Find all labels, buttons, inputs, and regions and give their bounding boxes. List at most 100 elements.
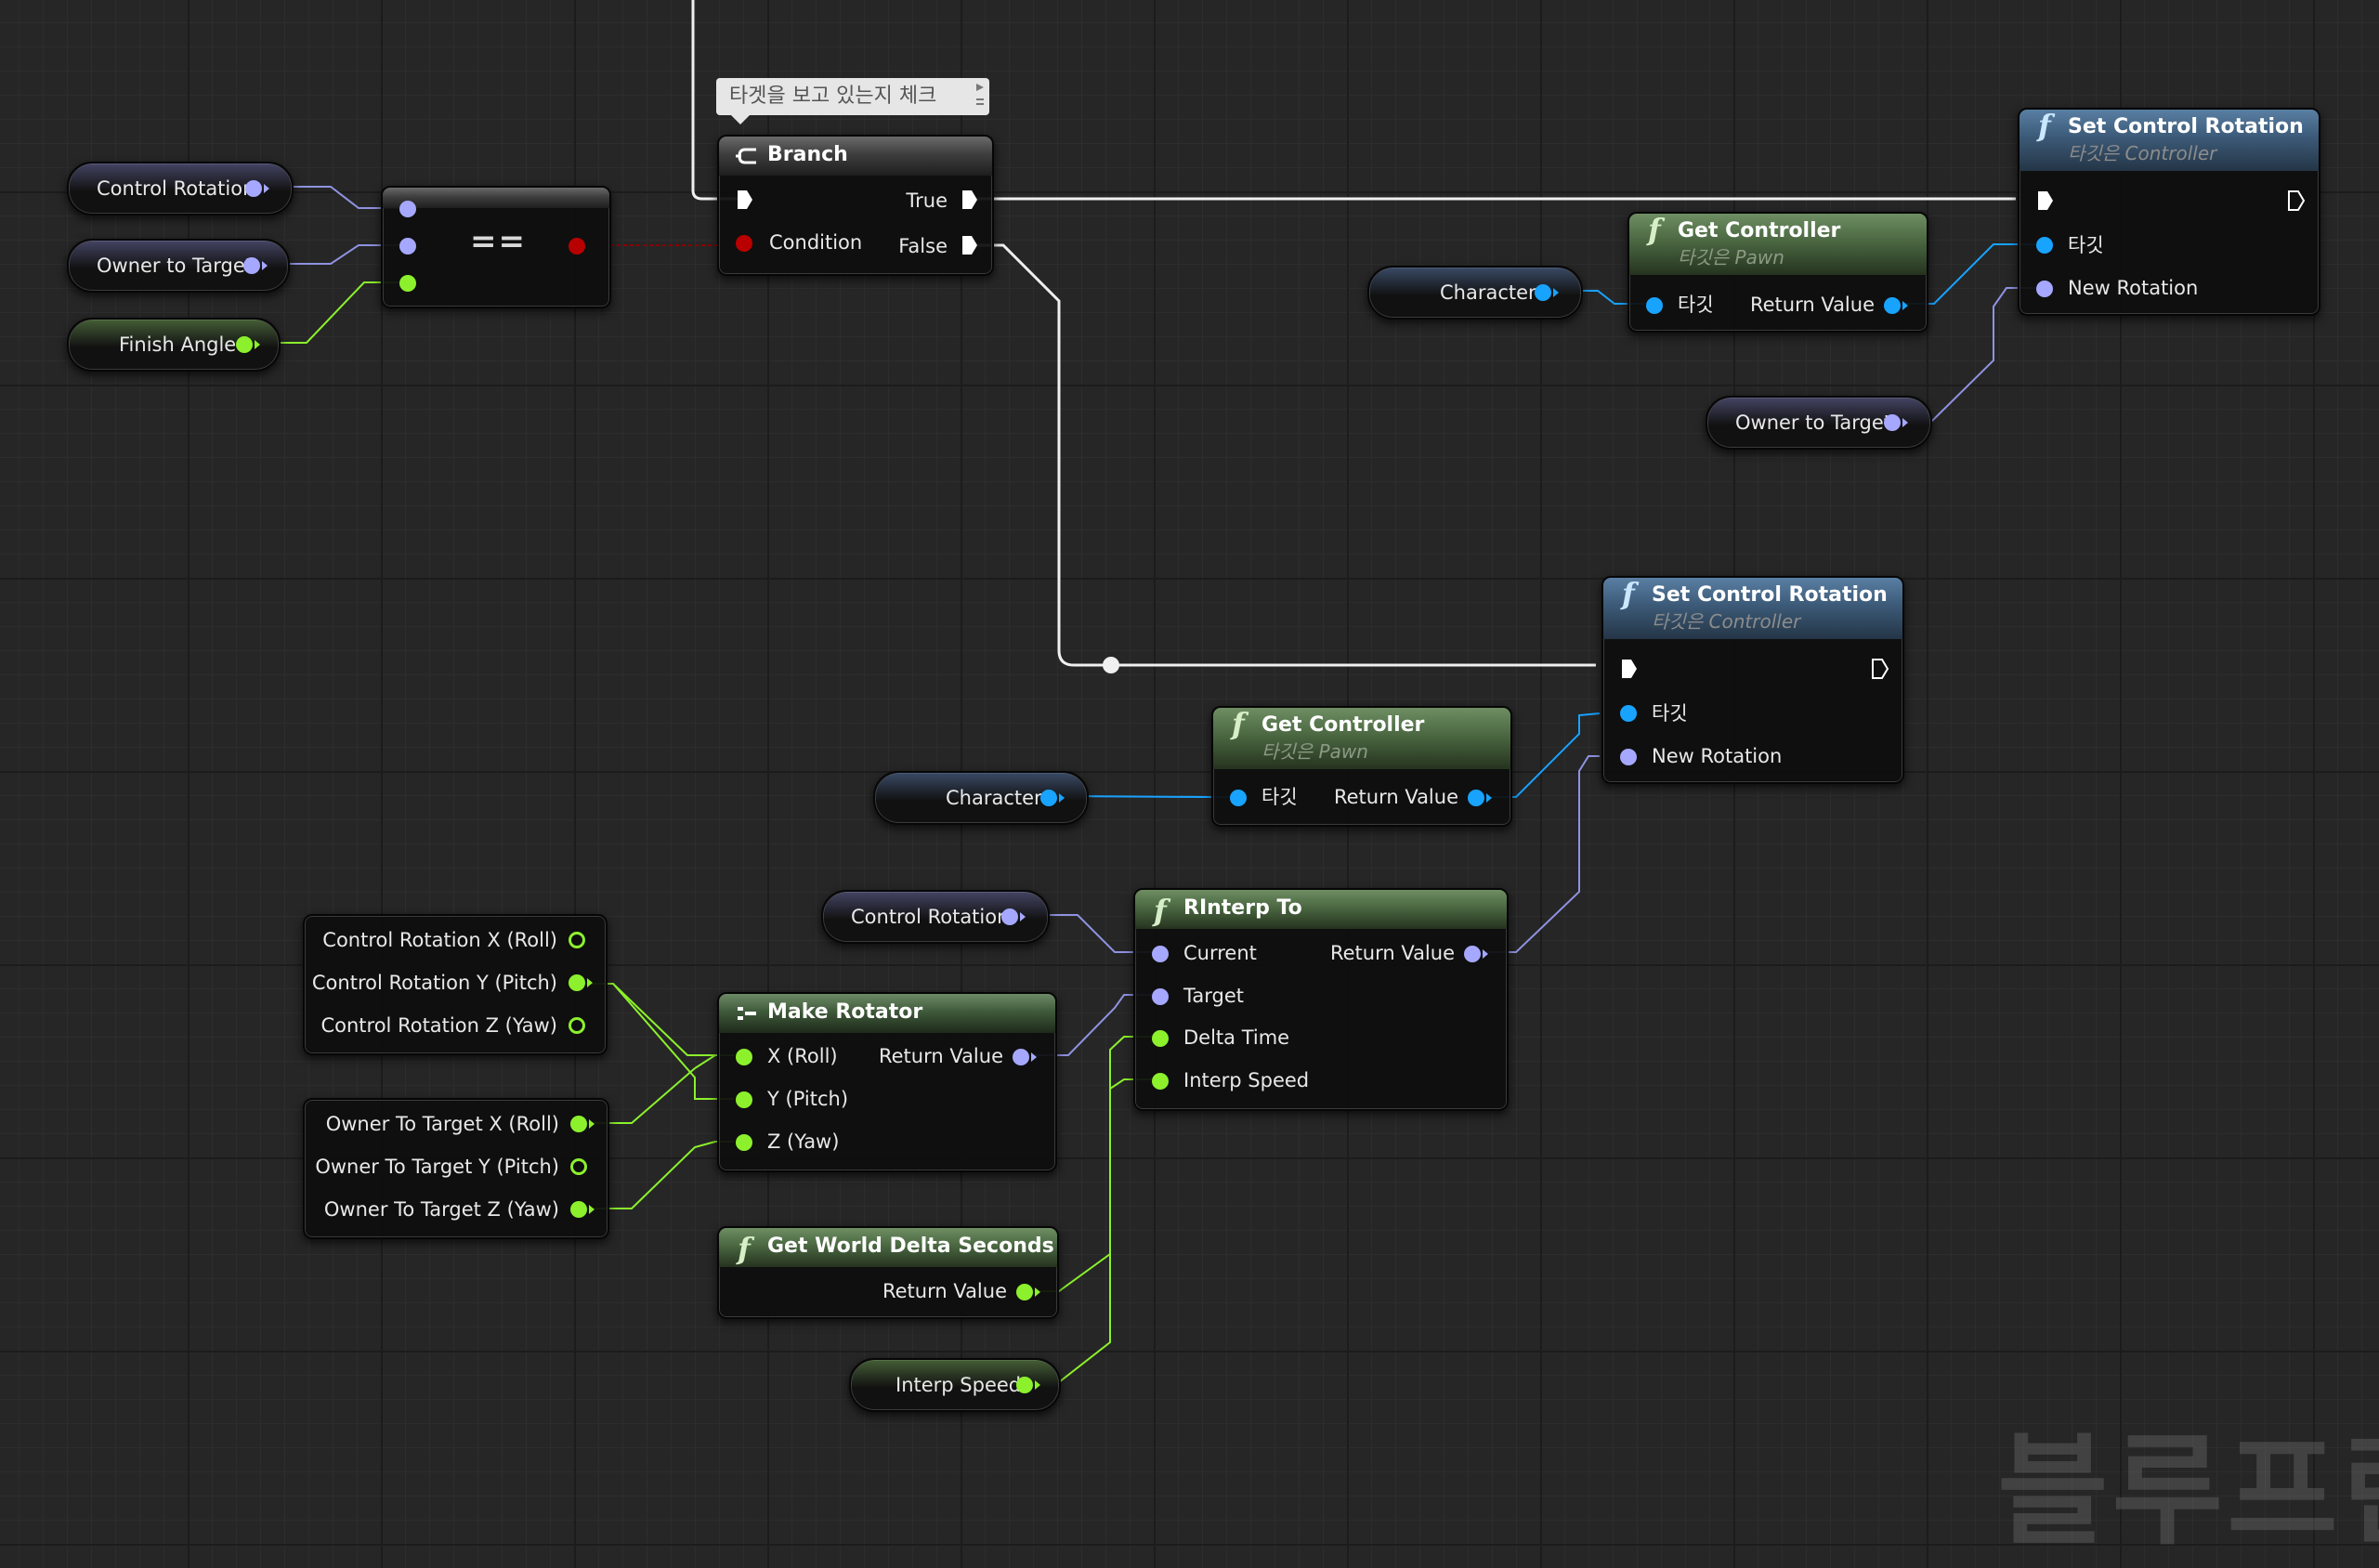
node-title: Set Control Rotation	[1652, 583, 1888, 607]
float-pin-interp-speed[interactable]	[1152, 1073, 1169, 1090]
node-title: Set Control Rotation	[2068, 115, 2304, 138]
float-pin-z[interactable]	[569, 1017, 585, 1034]
pin-label-y: Owner To Target Y (Pitch)	[315, 1156, 559, 1178]
variable-control-rotation[interactable]: Control Rotation	[67, 162, 294, 216]
rotator-pin-out[interactable]	[1001, 908, 1026, 925]
pin-label-return: Return Value	[1333, 786, 1458, 808]
variable-label: Interp Speed	[895, 1374, 1022, 1396]
pin-label-z: Z (Yaw)	[767, 1130, 840, 1153]
variable-character[interactable]: Character	[873, 771, 1089, 825]
float-pin-out[interactable]	[1016, 1377, 1040, 1393]
object-pin-target[interactable]	[1646, 297, 1663, 314]
pin-label-target: 타깃	[2068, 234, 2104, 256]
rotator-wire-owner-target-eq	[268, 244, 399, 265]
rinterp-to-node[interactable]: f RInterp To Current Return Value Target…	[1133, 888, 1509, 1111]
pin-label-x: X (Roll)	[767, 1045, 838, 1067]
set-control-rotation-node-top[interactable]: f Set Control Rotation 타깃은 Controller 타깃…	[2018, 108, 2320, 316]
variable-owner-to-target[interactable]: Owner to Target	[1706, 396, 1932, 450]
branch-node[interactable]: Branch Condition True False	[717, 135, 994, 276]
float-pin-z[interactable]	[736, 1134, 752, 1151]
break-owner-to-target-node[interactable]: Owner To Target X (Roll) Owner To Target…	[303, 1098, 609, 1239]
float-pin-tolerance[interactable]	[399, 275, 416, 292]
node-title: RInterp To	[1183, 896, 1302, 920]
rotator-pin-new-rotation[interactable]	[2036, 281, 2053, 297]
rotator-wire-control-rotation-eq	[268, 186, 399, 209]
pin-label-target: 타깃	[1652, 702, 1688, 725]
equal-rotator-node[interactable]: ==	[381, 186, 611, 308]
float-pin-x[interactable]	[569, 932, 585, 948]
variable-finish-angle[interactable]: Finish Angle	[67, 318, 281, 372]
pin-label-return: Return Value	[878, 1045, 1003, 1067]
object-pin-out[interactable]	[1040, 790, 1065, 806]
bool-pin-out[interactable]	[569, 238, 585, 255]
node-title: Branch	[767, 143, 848, 166]
pin-label-return: Return Value	[1749, 294, 1875, 316]
exec-pin-in[interactable]	[2036, 189, 2055, 212]
get-world-delta-seconds-node[interactable]: f Get World Delta Seconds Return Value	[717, 1226, 1059, 1319]
pin-label-z: Control Rotation Z (Yaw)	[320, 1014, 557, 1037]
float-pin-y[interactable]	[570, 1158, 587, 1175]
function-icon: f	[2038, 108, 2051, 143]
pin-label-target: Target	[1183, 985, 1244, 1007]
object-pin-return[interactable]	[1468, 790, 1492, 806]
object-pin-target[interactable]	[1230, 790, 1247, 806]
rotator-pin-return[interactable]	[1013, 1049, 1037, 1065]
float-pin-delta-time[interactable]	[1152, 1030, 1169, 1047]
set-control-rotation-node-bottom[interactable]: f Set Control Rotation 타깃은 Controller 타깃…	[1601, 576, 1904, 784]
exec-pin-out[interactable]	[1871, 658, 1889, 680]
variable-label: Owner to Target	[97, 255, 253, 277]
rotator-pin-a[interactable]	[399, 201, 416, 217]
pin-label-z: Owner To Target Z (Yaw)	[323, 1198, 559, 1221]
float-pin-return[interactable]	[1016, 1284, 1040, 1300]
float-pin-out[interactable]	[236, 336, 260, 353]
float-pin-z[interactable]	[570, 1201, 595, 1218]
float-pin-y[interactable]	[736, 1091, 752, 1108]
pin-label-y: Control Rotation Y (Pitch)	[311, 972, 557, 994]
pin-label-interp-speed: Interp Speed	[1183, 1069, 1310, 1091]
pin-label-return: Return Value	[1329, 942, 1455, 964]
wire-reroute-knot	[1103, 657, 1119, 673]
pin-label-target: 타깃	[1261, 786, 1298, 808]
exec-pin-true[interactable]	[961, 189, 979, 211]
pin-label-x: Owner To Target X (Roll)	[325, 1113, 559, 1135]
rotator-pin-out[interactable]	[243, 257, 268, 274]
exec-wire-false	[977, 243, 1596, 667]
rotator-pin-new-rotation[interactable]	[1620, 749, 1637, 765]
rotator-pin-b[interactable]	[399, 238, 416, 255]
break-control-rotation-node[interactable]: Control Rotation X (Roll) Control Rotati…	[303, 914, 608, 1055]
variable-owner-to-target[interactable]: Owner to Target	[67, 239, 290, 293]
node-subtitle: 타깃은 Pawn	[1261, 740, 1368, 763]
float-pin-y[interactable]	[569, 974, 593, 991]
rotator-pin-current[interactable]	[1152, 946, 1169, 962]
object-pin-target[interactable]	[2036, 237, 2053, 254]
get-controller-node-top[interactable]: f Get Controller 타깃은 Pawn 타깃 Return Valu…	[1627, 212, 1928, 333]
comment-bubble[interactable]: 타겟을 보고 있는지 체크	[716, 78, 989, 124]
blueprint-watermark: 블루프린	[1997, 1420, 2379, 1561]
get-controller-node-bottom[interactable]: f Get Controller 타깃은 Pawn 타깃 Return Valu…	[1211, 706, 1512, 827]
variable-label: Owner to Target	[1735, 412, 1891, 434]
node-title: Get Controller	[1678, 219, 1841, 242]
function-icon: f	[1648, 212, 1661, 247]
object-pin-out[interactable]	[1535, 284, 1559, 301]
function-icon: f	[1622, 576, 1635, 611]
pin-label-target: 타깃	[1678, 294, 1714, 316]
rotator-pin-target[interactable]	[1152, 988, 1169, 1005]
variable-character[interactable]: Character	[1367, 266, 1583, 320]
object-pin-target[interactable]	[1620, 705, 1637, 722]
make-rotator-node[interactable]: Make Rotator X (Roll) Return Value Y (Pi…	[717, 992, 1057, 1172]
variable-control-rotation[interactable]: Control Rotation	[821, 890, 1050, 944]
exec-pin-false[interactable]	[961, 234, 979, 256]
rotator-pin-out[interactable]	[245, 180, 269, 197]
object-pin-return[interactable]	[1884, 297, 1908, 314]
float-pin-x[interactable]	[736, 1049, 752, 1065]
pin-label-delta-time: Delta Time	[1183, 1026, 1290, 1049]
rotator-pin-out[interactable]	[1884, 414, 1908, 431]
variable-interp-speed[interactable]: Interp Speed	[849, 1358, 1061, 1412]
rotator-pin-return[interactable]	[1464, 946, 1488, 962]
exec-pin-out[interactable]	[2287, 189, 2306, 212]
exec-pin-in[interactable]	[736, 189, 754, 211]
bool-pin-condition[interactable]	[736, 235, 752, 252]
float-pin-x[interactable]	[570, 1116, 595, 1132]
exec-pin-in[interactable]	[1620, 658, 1639, 680]
comment-bubble-toggle-icon[interactable]	[974, 82, 986, 110]
